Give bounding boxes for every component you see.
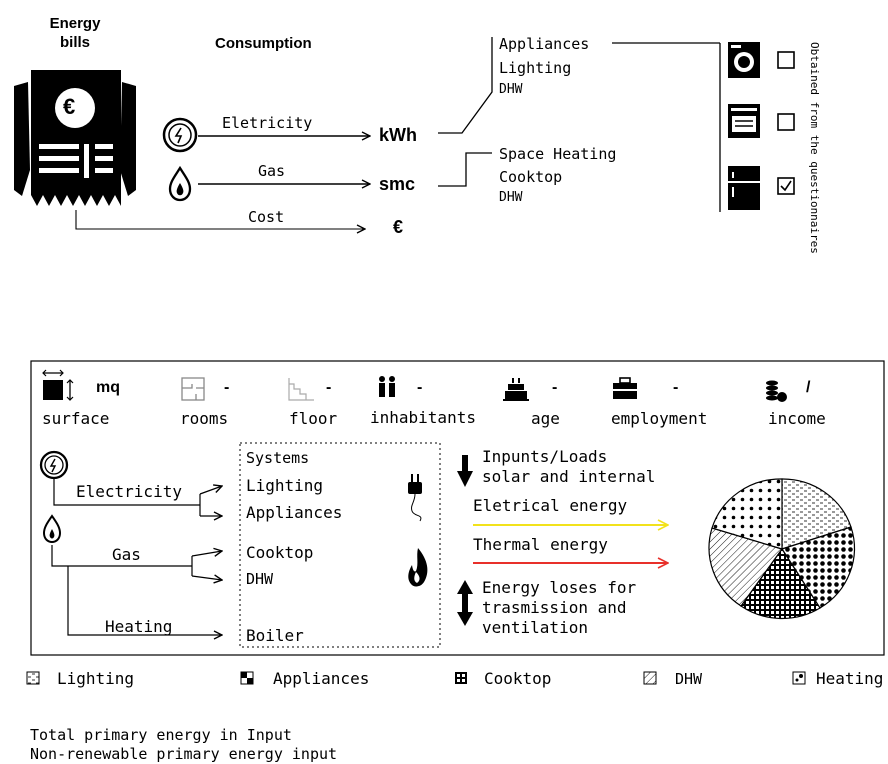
flow-heating-label: Heating bbox=[105, 617, 173, 636]
stat-inhabitants-value: - bbox=[417, 379, 423, 396]
electricity-icon-top bbox=[162, 117, 198, 153]
surface-icon bbox=[42, 369, 74, 401]
stat-floor-value: - bbox=[326, 379, 332, 396]
gas-icon-top bbox=[168, 165, 192, 202]
legend-appliances: Appliances bbox=[273, 669, 370, 688]
inhabitants-icon bbox=[379, 376, 395, 397]
gas-label: Gas bbox=[258, 162, 286, 180]
stat-age-label: age bbox=[531, 409, 560, 428]
cost-label: Cost bbox=[248, 208, 285, 226]
panel-frame bbox=[30, 360, 885, 656]
gas-use-cooktop: Cooktop bbox=[499, 168, 563, 186]
loses-line1: Energy loses for bbox=[482, 578, 637, 597]
stat-rooms-value: - bbox=[224, 379, 230, 396]
legend-cooktop-icon bbox=[455, 672, 467, 684]
euro-symbol-on-bill: € bbox=[63, 94, 76, 119]
floor-icon bbox=[288, 378, 314, 401]
flow-gas-label: Gas bbox=[112, 545, 141, 564]
gas-use-space-heating: Space Heating bbox=[499, 145, 617, 163]
oven-icon bbox=[728, 104, 760, 138]
electricity-use-dhw: DHW bbox=[499, 82, 523, 97]
footer-line2: Non-renewable primary energy input bbox=[30, 745, 338, 763]
unit-euro: € bbox=[393, 217, 404, 237]
questionnaire-caption: Obtained from the questionnaires bbox=[808, 42, 821, 254]
stat-income-value: / bbox=[806, 379, 811, 396]
inputs-line2: solar and internal bbox=[482, 467, 656, 486]
system-lighting: Lighting bbox=[246, 476, 324, 495]
pie-chart-icon bbox=[708, 478, 855, 620]
legend-dhw-icon bbox=[643, 671, 657, 685]
unit-smc: smc bbox=[379, 174, 416, 194]
gas-icon-panel bbox=[42, 514, 62, 544]
stat-inhabitants-label: inhabitants bbox=[370, 408, 476, 427]
system-cooktop: Cooktop bbox=[246, 543, 314, 562]
system-appliances: Appliances bbox=[246, 503, 343, 522]
age-icon bbox=[503, 378, 529, 401]
energy-bills-title: Energy bills bbox=[30, 14, 120, 52]
washing-machine-icon bbox=[728, 42, 760, 78]
electricity-label: Eletricity bbox=[222, 114, 313, 132]
loses-line2: trasmission and bbox=[482, 598, 627, 617]
inputs-line1: Inpunts/Loads bbox=[482, 447, 608, 466]
legend-heating: Heating bbox=[816, 669, 884, 688]
checkbox-oven bbox=[777, 113, 795, 131]
stat-rooms-label: rooms bbox=[180, 409, 229, 428]
checkbox-fridge bbox=[777, 177, 795, 195]
legend-appliances-icon bbox=[240, 671, 254, 685]
systems-title: Systems bbox=[246, 449, 310, 467]
stat-age-value: - bbox=[552, 379, 558, 396]
checkbox-washing-machine bbox=[777, 51, 795, 69]
income-icon bbox=[766, 380, 787, 402]
legend-lighting-icon bbox=[26, 671, 40, 685]
system-boiler: Boiler bbox=[246, 626, 304, 645]
loses-line3: ventilation bbox=[482, 618, 588, 637]
stat-employment-value: - bbox=[673, 379, 679, 396]
legend-cooktop: Cooktop bbox=[484, 669, 552, 688]
system-dhw: DHW bbox=[246, 570, 274, 588]
stat-surface-value: mq bbox=[96, 379, 120, 396]
stat-floor-label: floor bbox=[289, 409, 338, 428]
legend-lighting: Lighting bbox=[57, 669, 135, 688]
energy-bills-line1: Energy bbox=[49, 15, 101, 32]
consumption-title: Consumption bbox=[215, 35, 312, 52]
electricity-use-lighting: Lighting bbox=[499, 59, 572, 77]
inputs-arrow-icon bbox=[457, 455, 473, 487]
electricity-icon-panel bbox=[39, 450, 69, 480]
rooms-icon bbox=[181, 377, 205, 401]
loses-arrow-icon bbox=[457, 580, 473, 626]
electricity-use-appliances: Appliances bbox=[499, 35, 590, 53]
energy-bills-line2: bills bbox=[59, 34, 90, 51]
unit-kwh: kWh bbox=[379, 125, 417, 145]
bill-icon bbox=[14, 70, 136, 206]
stat-employment-label: employment bbox=[611, 409, 708, 428]
systems-box bbox=[239, 442, 441, 648]
thermal-energy-label: Thermal energy bbox=[473, 535, 608, 554]
checkmark-icon bbox=[780, 180, 792, 192]
stat-surface-label: surface bbox=[42, 409, 110, 428]
flame-icon bbox=[408, 548, 428, 587]
legend-dhw: DHW bbox=[675, 670, 703, 688]
electrical-energy-label: Eletrical energy bbox=[473, 496, 628, 515]
footer-line1: Total primary energy in Input bbox=[30, 726, 292, 744]
stat-income-label: income bbox=[768, 409, 826, 428]
flow-electricity-label: Electricity bbox=[76, 482, 182, 501]
gas-use-dhw: DHW bbox=[499, 190, 523, 205]
legend-heating-icon bbox=[792, 671, 806, 685]
employment-icon bbox=[613, 377, 637, 399]
plug-icon bbox=[408, 474, 422, 522]
fridge-icon bbox=[728, 166, 760, 210]
